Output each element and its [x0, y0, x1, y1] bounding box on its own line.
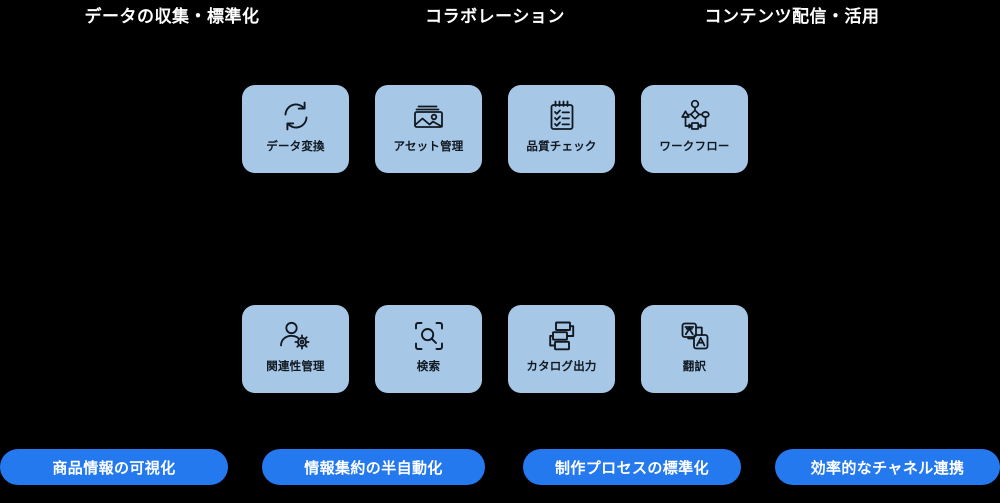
card-label: 品質チェック: [526, 141, 597, 153]
card-label: カタログ出力: [526, 361, 597, 373]
image-stack-icon: [409, 96, 449, 136]
card-label: 翻訳: [682, 361, 707, 373]
card-quality-check[interactable]: 品質チェック: [508, 85, 615, 173]
column-headers: データの収集・標準化 コラボレーション コンテンツ配信・活用: [0, 0, 1000, 40]
card-translation[interactable]: 翻訳: [641, 305, 748, 393]
catalog-pages-icon: [542, 316, 582, 356]
card-data-conversion[interactable]: データ変換: [242, 85, 349, 173]
card-label: 関連性管理: [266, 361, 325, 373]
checklist-clipboard-icon: [542, 96, 582, 136]
scan-search-icon: [409, 316, 449, 356]
card-label: ワークフロー: [659, 141, 730, 153]
outcome-pill-label: 商品情報の可視化: [52, 459, 176, 477]
outcome-pill-label: 情報集約の半自動化: [304, 459, 443, 477]
outcome-pill-semi-automation[interactable]: 情報集約の半自動化: [262, 449, 485, 485]
outcome-pill-label: 効率的なチャネル連携: [810, 459, 965, 477]
card-workflow[interactable]: ワークフロー: [641, 85, 748, 173]
outcome-pill-standardization[interactable]: 制作プロセスの標準化: [523, 449, 741, 485]
card-asset-management[interactable]: アセット管理: [375, 85, 482, 173]
capability-row-top: データ変換 アセット管理: [242, 85, 748, 173]
outcome-pill-label: 制作プロセスの標準化: [554, 459, 709, 477]
card-catalog-output[interactable]: カタログ出力: [508, 305, 615, 393]
workflow-nodes-icon: [675, 96, 715, 136]
user-gear-icon: [276, 316, 316, 356]
outcome-pill-channel-integration[interactable]: 効率的なチャネル連携: [775, 449, 1000, 485]
outcome-pills: 商品情報の可視化 情報集約の半自動化 制作プロセスの標準化 効率的なチャネル連携: [0, 449, 1000, 485]
column-header-collaboration: コラボレーション: [425, 7, 565, 26]
sync-arrows-icon: [276, 96, 316, 136]
translate-icon: [675, 316, 715, 356]
card-label: アセット管理: [393, 141, 464, 153]
card-relevance-management[interactable]: 関連性管理: [242, 305, 349, 393]
column-header-distribution: コンテンツ配信・活用: [704, 7, 880, 26]
column-header-collection: データの収集・標準化: [84, 7, 260, 26]
card-search[interactable]: 検索: [375, 305, 482, 393]
card-label: データ変換: [266, 141, 325, 153]
capability-row-bottom: 関連性管理 検索 カタログ出力: [242, 305, 748, 393]
outcome-pill-visualization[interactable]: 商品情報の可視化: [0, 449, 228, 485]
card-label: 検索: [416, 361, 441, 373]
